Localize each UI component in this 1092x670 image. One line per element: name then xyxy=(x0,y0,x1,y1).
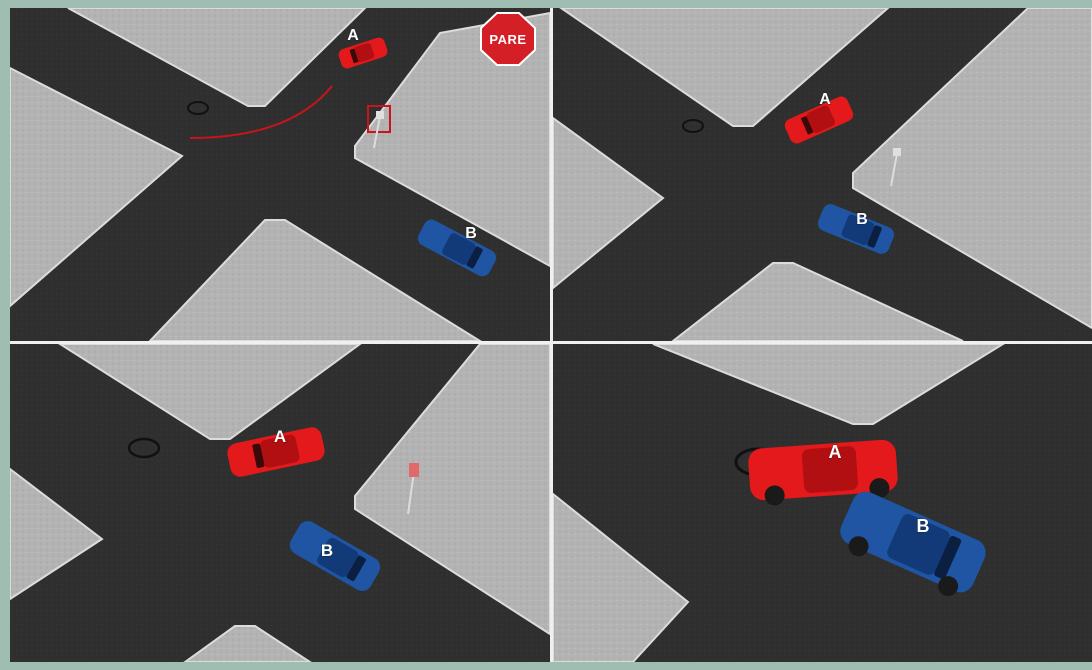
car-b-label: B xyxy=(465,225,477,242)
car-a-label: A xyxy=(819,91,831,108)
stop-sign-icon: PARE xyxy=(481,13,535,65)
panel-2-scene: A B xyxy=(553,8,1092,341)
sign-plate xyxy=(376,111,384,119)
panel-1: PARE A B xyxy=(10,8,550,341)
car-a-label: A xyxy=(829,442,842,462)
panel-3: A B xyxy=(10,344,550,662)
sign-plate xyxy=(409,463,419,477)
car-b-label: B xyxy=(856,211,868,228)
panel-4: A B xyxy=(553,344,1092,662)
car-a-label: A xyxy=(347,27,359,44)
panel-2: A B xyxy=(553,8,1092,341)
panel-4-scene: A B xyxy=(553,344,1092,662)
car-b-label: B xyxy=(321,541,333,560)
stop-sign-label: PARE xyxy=(489,32,526,47)
sign-plate xyxy=(893,148,901,156)
car-a-label: A xyxy=(274,427,286,446)
car-b-label: B xyxy=(917,516,930,536)
panel-1-scene: PARE A B xyxy=(10,8,550,341)
panel-3-scene: A B xyxy=(10,344,550,662)
